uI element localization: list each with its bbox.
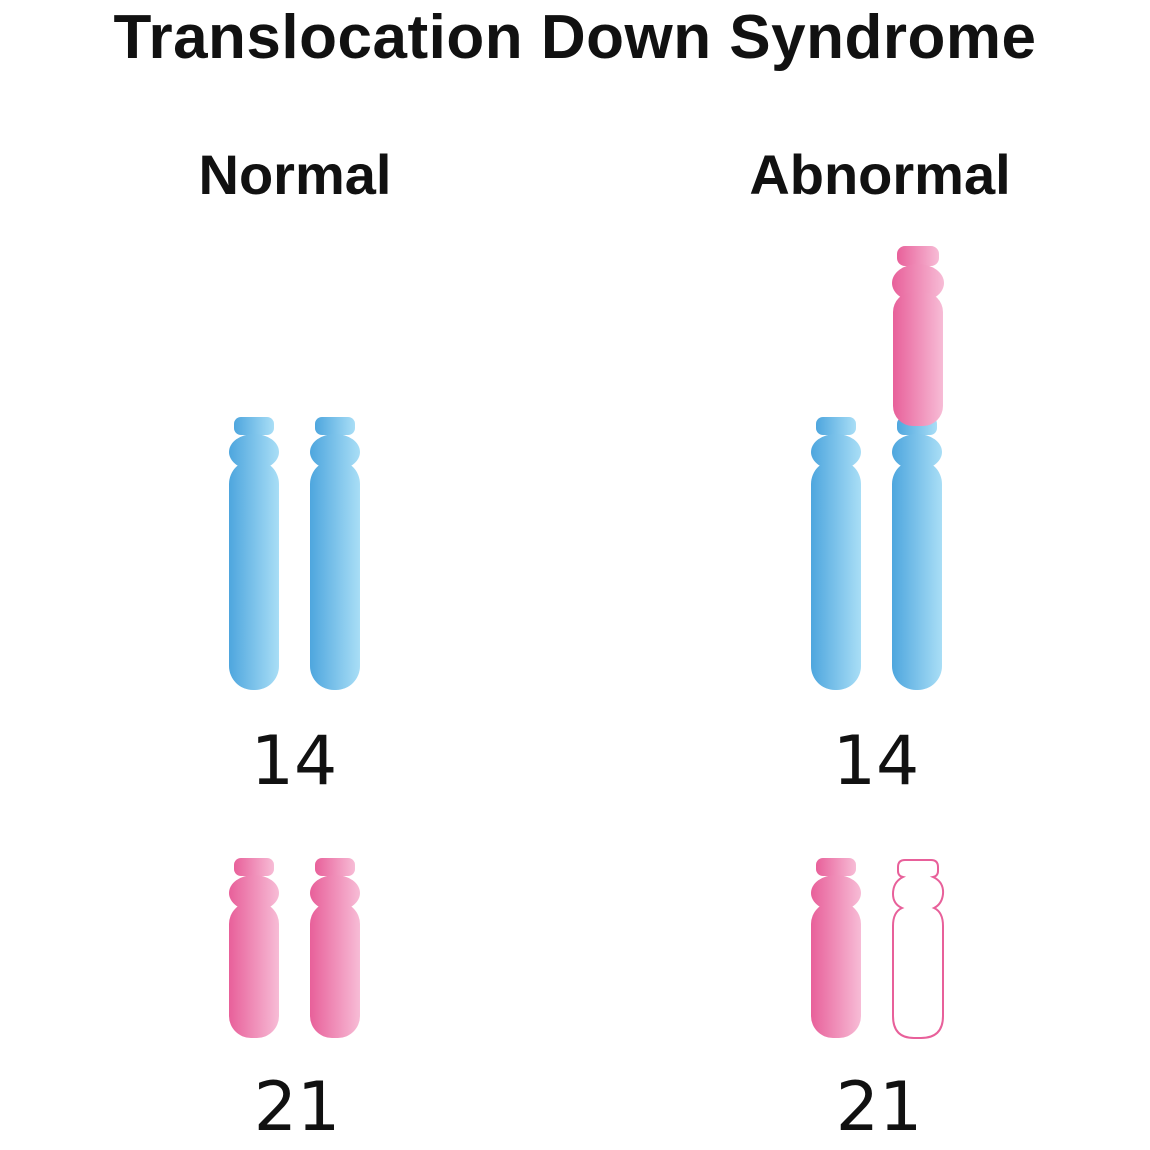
- normal-column-heading: Normal: [198, 143, 392, 206]
- abnormal-missing-chromosome-21-outline: [891, 859, 945, 1039]
- abnormal-chromosome-21-a: [811, 858, 861, 1038]
- abnormal-translocated-chromosome-21-segment: [892, 246, 944, 426]
- abnormal-chromosome-14-a: [811, 417, 861, 690]
- abnormal-label-14: 14: [832, 722, 920, 801]
- normal-chromosome-21-a: [229, 858, 279, 1038]
- normal-label-21: 21: [253, 1068, 341, 1147]
- abnormal-translocated-chromosome-14: [892, 417, 942, 690]
- normal-chromosome-14-a: [229, 417, 279, 690]
- normal-chromosome-21-b: [310, 858, 360, 1038]
- diagram-title: Translocation Down Syndrome: [113, 3, 1037, 72]
- abnormal-column-heading: Abnormal: [749, 143, 1011, 206]
- normal-label-14: 14: [250, 722, 338, 801]
- abnormal-label-21: 21: [835, 1068, 923, 1147]
- normal-chromosome-14-b: [310, 417, 360, 690]
